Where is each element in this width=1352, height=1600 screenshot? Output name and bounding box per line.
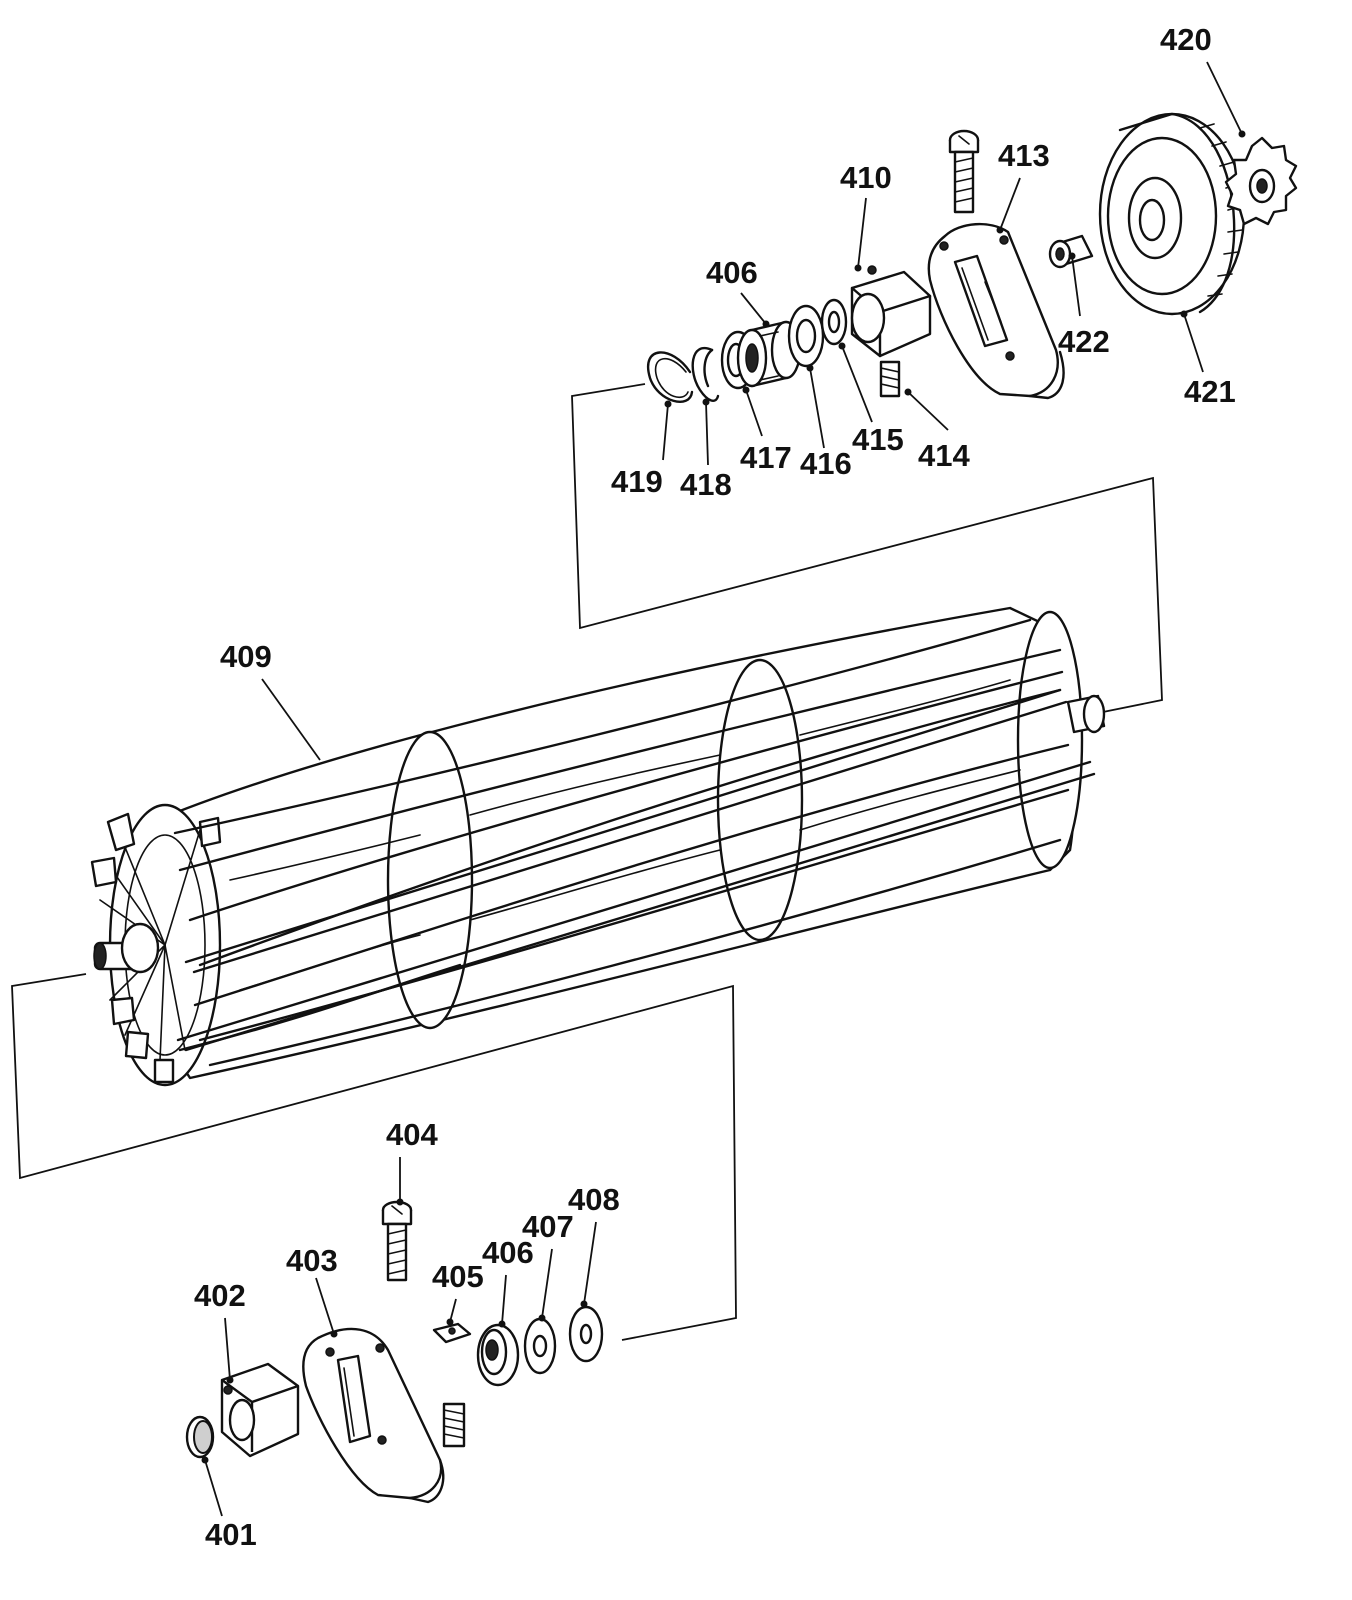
part-402-bearing-housing — [220, 1362, 300, 1458]
label-401: 401 — [205, 1517, 257, 1552]
part-406-upper-bearing — [736, 320, 802, 388]
part-416-spacer — [787, 304, 825, 368]
label-406-lower: 406 — [482, 1235, 534, 1270]
label-421: 421 — [1184, 374, 1236, 409]
part-407-washer — [523, 1317, 557, 1375]
label-402: 402 — [194, 1278, 246, 1313]
part-418-clip — [691, 346, 720, 402]
label-410: 410 — [840, 160, 892, 195]
part-406-lower-bearing — [476, 1323, 520, 1387]
label-403: 403 — [286, 1243, 338, 1278]
part-labels: 401 402 403 404 405 406 407 408 409 406 … — [194, 22, 1236, 1552]
part-405-key — [432, 1322, 472, 1344]
reel-cylinder-409 — [90, 606, 1106, 1087]
leader-dots — [201, 130, 1246, 1464]
part-410-bearing-housing — [850, 265, 932, 358]
part-413-side-plate — [927, 222, 1065, 400]
part-419-circlip — [647, 351, 694, 403]
upper-screw — [948, 129, 980, 214]
label-415: 415 — [852, 422, 904, 457]
lower-spring — [442, 1402, 466, 1448]
label-418: 418 — [680, 467, 732, 502]
part-408-washer — [568, 1305, 604, 1363]
part-420-sprocket — [1224, 136, 1298, 226]
part-404-screw — [381, 1200, 413, 1282]
assembly-guide-lines — [11, 383, 1163, 1341]
part-421-gear-pulley — [1098, 112, 1246, 316]
label-409: 409 — [220, 639, 272, 674]
label-406-upper: 406 — [706, 255, 758, 290]
label-417: 417 — [740, 440, 792, 475]
label-407: 407 — [522, 1209, 574, 1244]
label-413: 413 — [998, 138, 1050, 173]
label-419: 419 — [611, 464, 663, 499]
label-404: 404 — [386, 1117, 438, 1152]
part-401-cap — [185, 1415, 215, 1459]
label-422: 422 — [1058, 324, 1110, 359]
label-416: 416 — [800, 446, 852, 481]
label-405: 405 — [432, 1259, 484, 1294]
label-408: 408 — [568, 1182, 620, 1217]
part-422-bush — [1048, 234, 1094, 269]
part-403-side-plate — [302, 1327, 445, 1504]
part-415-washer — [820, 298, 848, 346]
label-414: 414 — [918, 438, 970, 473]
leader-lines — [204, 61, 1243, 1517]
part-414-spring — [879, 360, 901, 398]
label-420: 420 — [1160, 22, 1212, 57]
